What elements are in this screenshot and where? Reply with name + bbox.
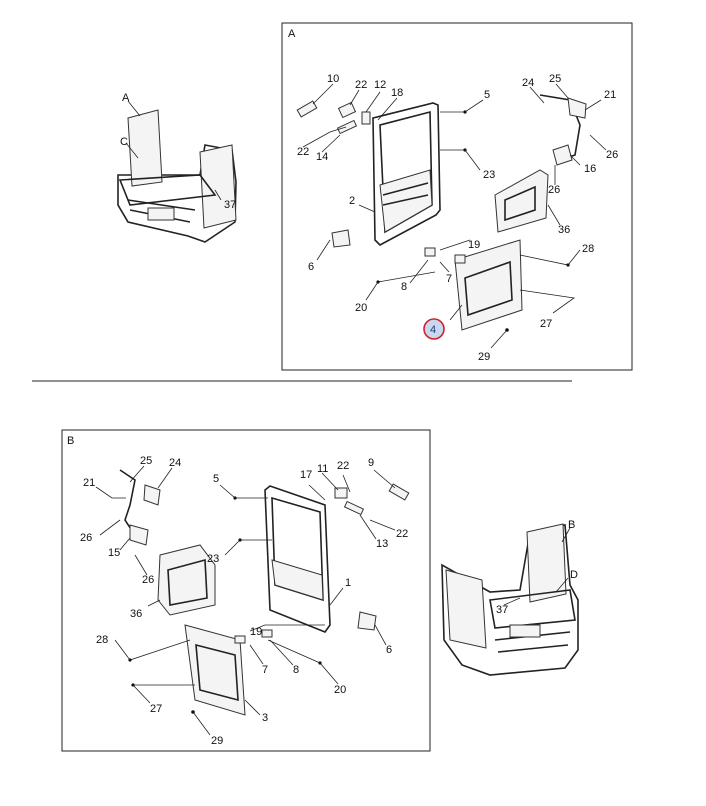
panel-a-callout-28: 28 [582, 243, 594, 255]
overview-callout-37-bottom: 37 [496, 604, 508, 616]
overview-bottom: B D 37 [441, 519, 579, 676]
panel-a-callout-27: 27 [540, 318, 552, 330]
panel-a-callout-19: 19 [468, 239, 480, 251]
panel-a-callout-10: 10 [327, 73, 339, 85]
door-trim-panel-b [157, 544, 216, 616]
lower-door-panel-a [454, 239, 523, 331]
panel-b-callout-8: 8 [293, 664, 299, 676]
panel-b-callout-22a: 22 [337, 460, 349, 472]
panel-b-callout-29: 29 [211, 735, 223, 747]
overview-label-a: A [122, 92, 130, 104]
highlight-ring [423, 318, 445, 340]
panel-b-callout-1: 1 [345, 577, 351, 589]
panel-a-callout-26b: 26 [548, 184, 560, 196]
cab-body-bottom [441, 524, 579, 676]
panel-a-callout-8: 8 [401, 281, 407, 293]
panel-a-callout-24: 24 [522, 77, 534, 89]
panel-b-callout-15: 15 [108, 547, 120, 559]
panel-a-callout-14: 14 [316, 151, 328, 163]
panel-a-callout-26a: 26 [606, 149, 618, 161]
panel-a-callout-7: 7 [446, 273, 452, 285]
door-frame-b [264, 485, 331, 633]
panel-b-callout-7: 7 [262, 664, 268, 676]
panel-b-callout-25: 25 [140, 455, 152, 467]
panel-a-callout-36: 36 [558, 224, 570, 236]
panel-a-label: A [288, 28, 296, 40]
panel-a-callout-21: 21 [604, 89, 616, 101]
panel-b-callout-27: 27 [150, 703, 162, 715]
door-trim-panel-a [494, 169, 549, 233]
panel-a-callout-16: 16 [584, 163, 596, 175]
panel-a-callout-4: 4 [430, 324, 436, 336]
panel-b-callout-20: 20 [334, 684, 346, 696]
panel-b-callout-24: 24 [169, 457, 181, 469]
panel-b-callout-3: 3 [262, 712, 268, 724]
panel-a-callout-6: 6 [308, 261, 314, 273]
panel-b: B [61, 429, 431, 752]
panel-b-callout-17: 17 [300, 469, 312, 481]
overview-top: A C 37 [117, 92, 237, 243]
panel-a-callout-22a: 22 [355, 79, 367, 91]
panel-a-callout-25: 25 [549, 73, 561, 85]
overview-callout-37: 37 [224, 199, 236, 211]
highlighted-callout-4[interactable]: 4 [423, 318, 445, 340]
panel-b-callout-9: 9 [368, 457, 374, 469]
panel-a-callout-23: 23 [483, 169, 495, 181]
panel-a-callout-22b: 22 [297, 146, 309, 158]
cab-door-frame-c [199, 144, 237, 229]
panel-a-callout-5: 5 [484, 89, 490, 101]
cab-door-frame-a [127, 109, 163, 187]
panel-a: A [281, 22, 633, 371]
panel-a-callout-29: 29 [478, 351, 490, 363]
lower-door-panel-b [184, 624, 246, 716]
panel-b-callout-13: 13 [376, 538, 388, 550]
overview-label-b: B [568, 519, 575, 531]
panel-b-callout-11: 11 [317, 463, 328, 475]
panel-b-label: B [67, 435, 74, 447]
panel-b-callout-23: 23 [207, 553, 219, 565]
panel-a-frame [281, 22, 633, 371]
panel-a-callout-2: 2 [349, 195, 355, 207]
panel-b-callout-26b: 26 [142, 574, 154, 586]
panel-a-callout-18: 18 [391, 87, 403, 99]
panel-b-callout-19: 19 [250, 626, 262, 638]
panel-b-callout-36: 36 [130, 608, 142, 620]
panel-b-callout-6: 6 [386, 644, 392, 656]
overview-label-d: D [570, 569, 578, 581]
cab-door-frame-d [526, 523, 567, 603]
panel-b-callout-26a: 26 [80, 532, 92, 544]
panel-b-callout-22b: 22 [396, 528, 408, 540]
cab-door-frame-b [445, 569, 487, 649]
panel-b-callout-28: 28 [96, 634, 108, 646]
panel-b-frame [61, 429, 431, 752]
panel-b-callout-21: 21 [83, 477, 95, 489]
door-frame [372, 102, 441, 246]
panel-b-callout-5: 5 [213, 473, 219, 485]
panel-a-callout-20: 20 [355, 302, 367, 314]
overview-label-c: C [120, 136, 128, 148]
panel-a-callout-12: 12 [374, 79, 386, 91]
